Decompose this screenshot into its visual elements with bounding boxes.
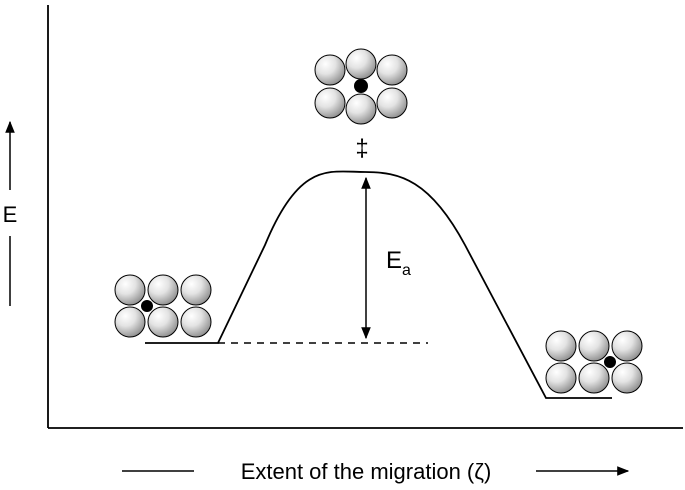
initial-state-atom-cluster	[114, 274, 212, 338]
transition-state-atom-cluster	[314, 48, 408, 125]
activation-energy-label: Ea	[386, 247, 411, 279]
atom-sphere	[314, 54, 346, 86]
final-state-atom-cluster	[545, 330, 643, 394]
migrating-atom	[604, 356, 616, 368]
atom-sphere	[345, 48, 377, 80]
energy-profile-curve	[145, 170, 612, 399]
atom-sphere	[114, 274, 146, 306]
activation-energy-subscript: a	[402, 262, 411, 279]
atom-sphere	[314, 87, 346, 119]
atom-sphere	[180, 306, 212, 338]
y-axis-label: E	[3, 202, 18, 227]
atom-sphere	[545, 330, 577, 362]
atom-sphere	[114, 306, 146, 338]
atom-sphere	[578, 362, 610, 394]
activation-energy-main: E	[386, 247, 402, 274]
atom-sphere	[578, 330, 610, 362]
atom-sphere	[345, 93, 377, 125]
transition-state-mark: ‡	[355, 135, 368, 162]
atom-sphere	[376, 54, 408, 86]
atom-sphere	[611, 330, 643, 362]
atom-sphere	[545, 362, 577, 394]
atom-sphere	[376, 87, 408, 119]
atom-sphere	[147, 274, 179, 306]
atom-sphere	[147, 306, 179, 338]
migrating-atom	[141, 300, 153, 312]
migrating-atom	[354, 79, 368, 93]
atom-sphere	[611, 362, 643, 394]
x-axis-label: Extent of the migration (ζ)	[241, 459, 492, 484]
atom-sphere	[180, 274, 212, 306]
